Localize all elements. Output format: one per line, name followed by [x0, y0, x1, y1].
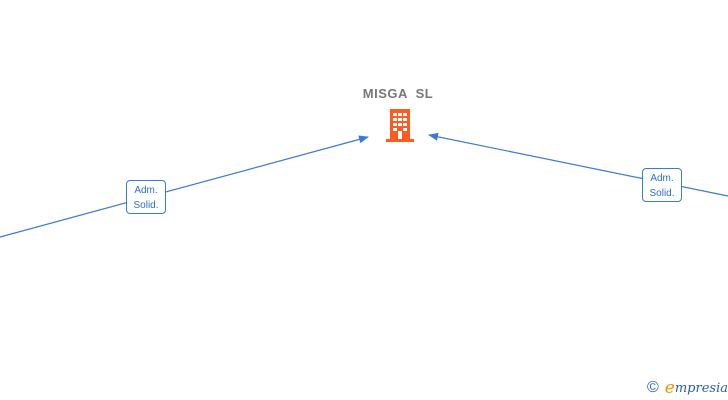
edge-left-to-company[interactable] [0, 135, 369, 238]
building-icon[interactable] [383, 107, 417, 143]
edge-right-to-company[interactable] [428, 132, 728, 197]
brand-name: mpresia [674, 380, 728, 396]
relation-label-line2: Solid. [649, 188, 675, 199]
relation-label-right[interactable]: Adm. Solid. [642, 168, 682, 202]
brand-logo[interactable]: © e mpresia [647, 378, 728, 398]
company-name[interactable]: MISGA SL [362, 86, 434, 101]
relation-label-left[interactable]: Adm. Solid. [126, 180, 166, 214]
brand-e-letter: e [664, 378, 675, 398]
relation-label-line2: Solid. [133, 200, 159, 211]
copyright-icon: © [647, 379, 659, 396]
relation-label-line1: Adm. [134, 185, 158, 196]
relation-label-line1: Adm. [650, 173, 674, 184]
